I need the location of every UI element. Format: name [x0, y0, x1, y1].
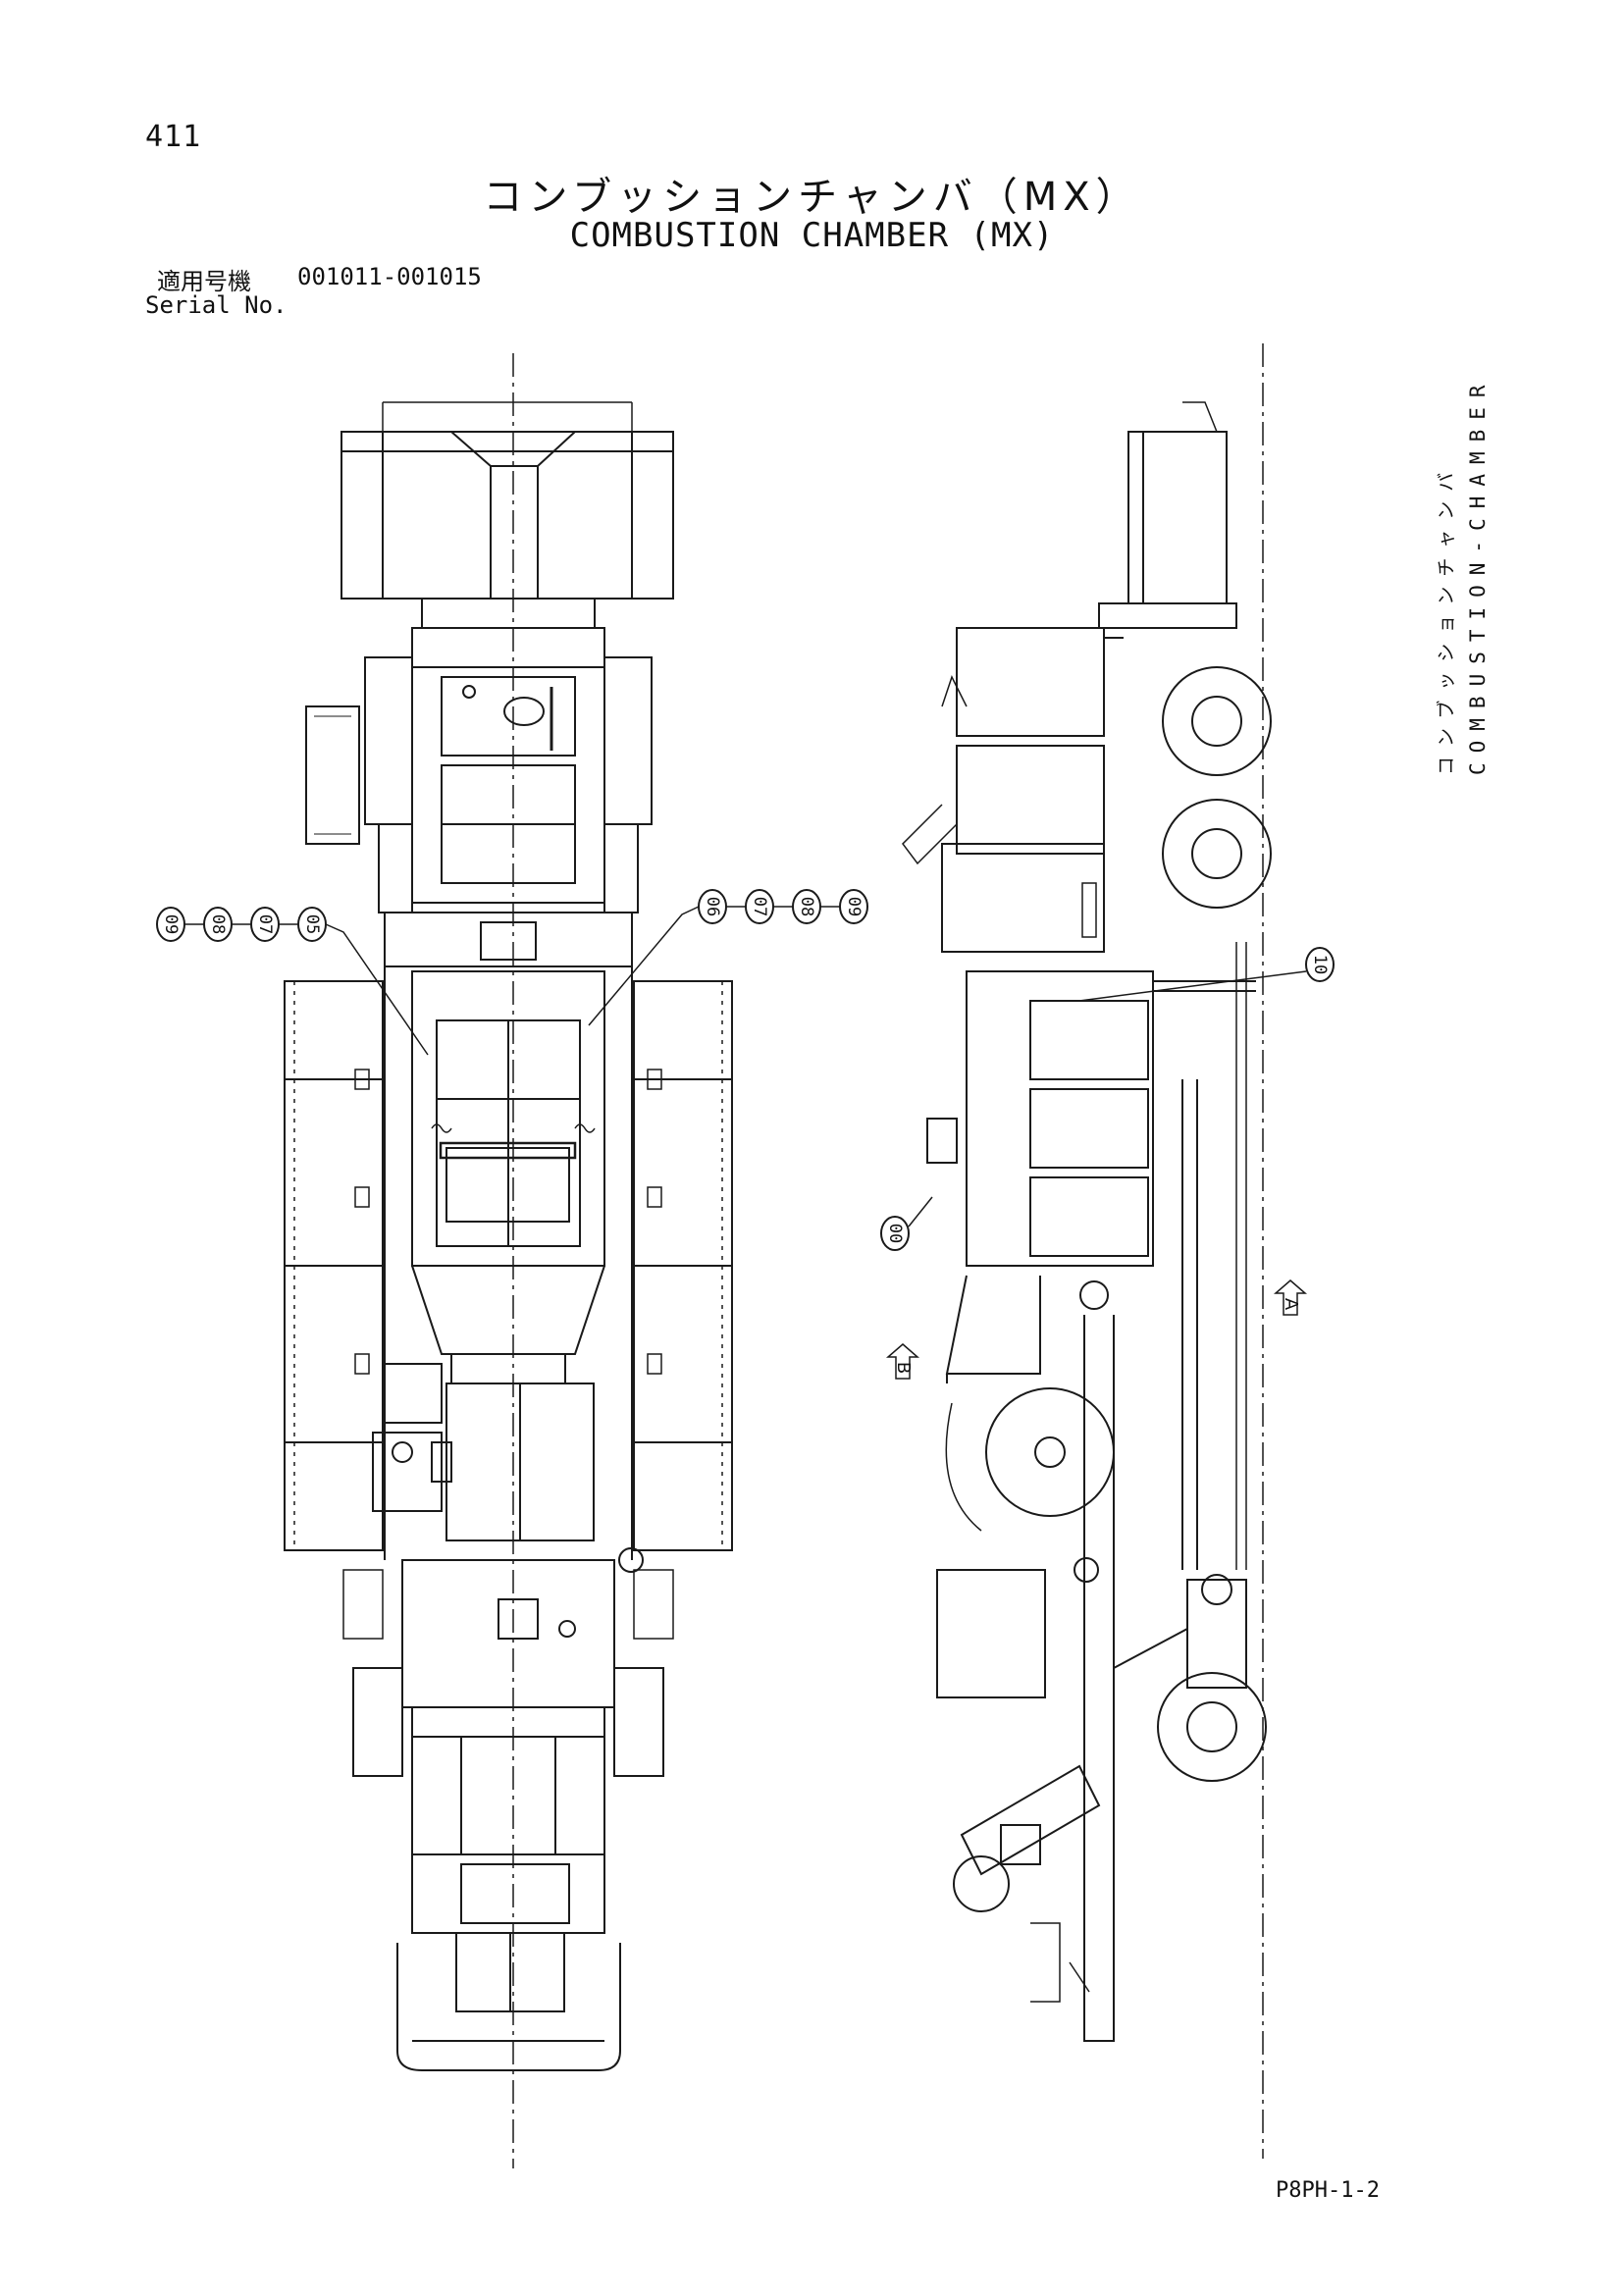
callout-label: 09 — [844, 897, 864, 916]
callout-label: 00 — [885, 1224, 905, 1243]
side-view-drawing — [902, 343, 1272, 2159]
callout-label: 09 — [161, 914, 181, 934]
callout-label: 10 — [1310, 955, 1330, 974]
callout-group-right: 06 07 08 09 — [588, 889, 868, 1026]
page-title-japanese: コンブッションチャンバ（MX） — [483, 175, 1141, 220]
serial-label-japanese: 適用号機 — [157, 268, 251, 295]
view-label-a: A — [1281, 1298, 1301, 1311]
top-view-drawing — [284, 353, 733, 2168]
callout-label: 07 — [255, 914, 275, 934]
callout-group-left: 09 08 07 05 — [156, 907, 429, 1056]
page-title-english: COMBUSTION CHAMBER (MX) — [569, 216, 1055, 255]
view-arrow-b: B — [885, 1343, 920, 1380]
callout-label: 05 — [302, 914, 322, 934]
callout-label: 07 — [750, 897, 769, 916]
serial-label-english: Serial No. — [145, 291, 288, 319]
callout-label: 06 — [703, 897, 722, 916]
callout-side-view: 10 00 — [880, 947, 1335, 1251]
callout-label: 08 — [797, 897, 816, 916]
serial-range: 001011-001015 — [297, 263, 482, 290]
view-arrow-a: A — [1273, 1279, 1308, 1316]
page-number: 411 — [145, 120, 202, 154]
document-code: P8PH-1-2 — [1276, 2178, 1380, 2203]
callout-label: 08 — [208, 914, 228, 934]
view-label-b: B — [893, 1362, 914, 1374]
